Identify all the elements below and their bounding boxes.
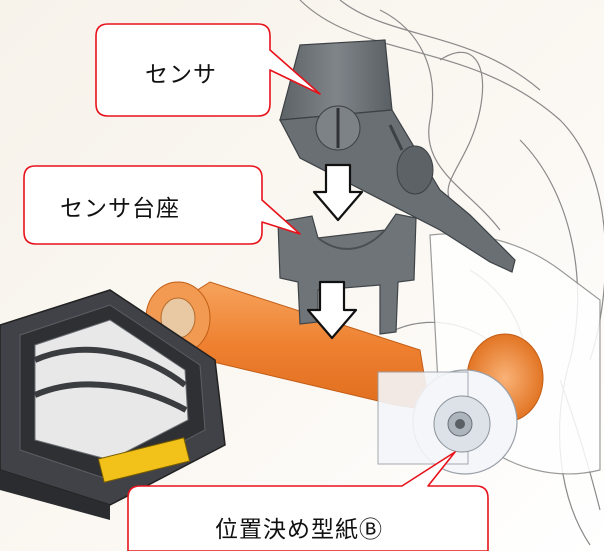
sensor-base [277, 213, 417, 335]
down-arrow-outline-icon [312, 163, 364, 222]
callout-sensor-base [23, 165, 301, 245]
callout-label-positioning-template: 位置決め型紙Ⓑ [215, 517, 383, 543]
callout-label-sensor-base: センサ台座 [60, 196, 180, 222]
down-arrow-outline-icon [306, 280, 358, 340]
callout-positioning-template [127, 451, 489, 551]
sensor [279, 39, 516, 273]
callout-sensor [95, 23, 321, 117]
reflector [97, 437, 191, 483]
pedal [0, 289, 226, 520]
callout-label-sensor: センサ [145, 62, 217, 88]
positioning-template-disc [377, 369, 518, 475]
